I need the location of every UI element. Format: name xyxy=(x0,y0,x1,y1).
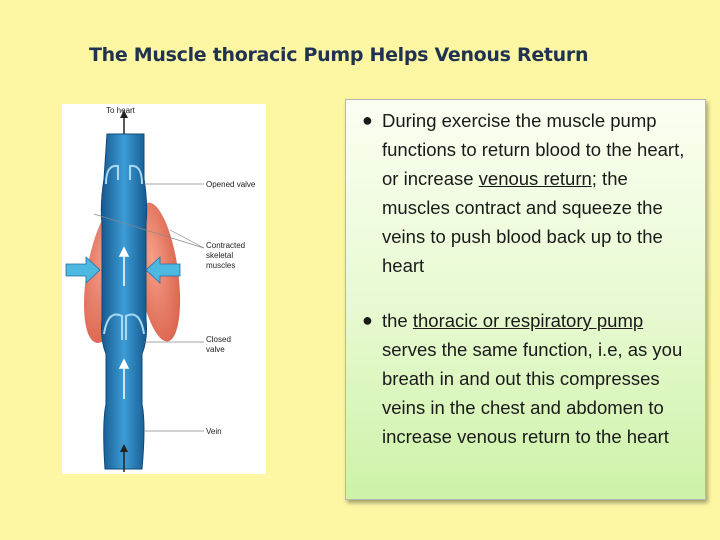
label-to-heart: To heart xyxy=(106,106,136,115)
muscle-pump-diagram: To heart xyxy=(62,104,266,474)
closed-valve xyxy=(103,313,145,340)
slide-title: The Muscle thoracic Pump Helps Venous Re… xyxy=(89,44,589,66)
squeeze-arrow-left-icon xyxy=(65,256,101,284)
bullet-text: the xyxy=(382,310,413,331)
bottom-arrow-icon xyxy=(120,444,128,472)
bullet-text: During exercise the muscle pump function… xyxy=(382,110,685,189)
flow-arrows xyxy=(118,246,130,399)
opened-valve xyxy=(105,164,143,185)
bullet-text: ; the muscles contract and squeeze the v… xyxy=(382,168,663,276)
bullet-item: ● the thoracic or respiratory pump serve… xyxy=(360,306,699,451)
label-closed-1: Closed xyxy=(206,335,231,344)
label-vein: Vein xyxy=(206,427,222,436)
bullet-item: ● During exercise the muscle pump functi… xyxy=(360,106,699,280)
bullet-text: serves the same function, i.e, as you br… xyxy=(382,339,683,447)
label-contracted-2: skeletal xyxy=(206,251,233,260)
label-contracted-3: muscles xyxy=(206,261,235,270)
bullet-dot-icon: ● xyxy=(362,110,373,130)
bullet-textbox: ● During exercise the muscle pump functi… xyxy=(345,99,706,500)
label-closed-2: valve xyxy=(206,345,225,354)
vein xyxy=(100,133,148,470)
bullet-dot-icon: ● xyxy=(362,310,373,330)
underlined-term: venous return xyxy=(478,168,592,189)
leader-lines xyxy=(93,183,205,432)
underlined-term: thoracic or respiratory pump xyxy=(412,310,644,331)
squeeze-arrow-right-icon xyxy=(145,256,181,284)
label-opened-valve: Opened valve xyxy=(206,180,256,189)
label-contracted-1: Contracted xyxy=(206,241,245,250)
